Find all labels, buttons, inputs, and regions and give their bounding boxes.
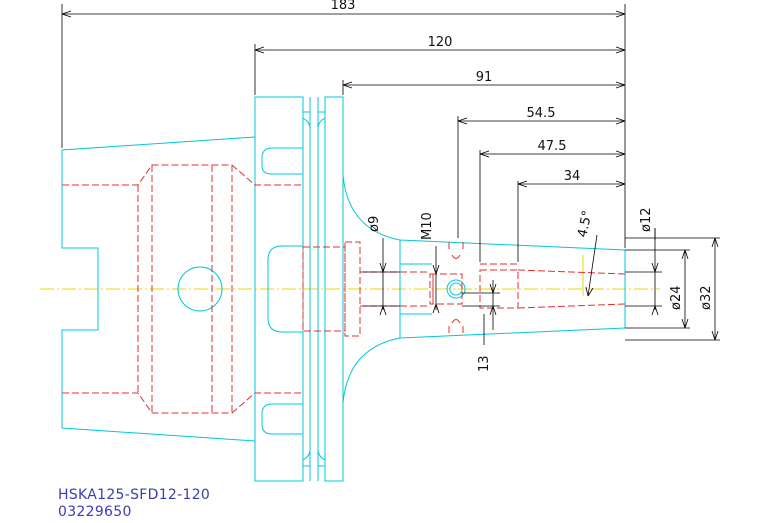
dim-bore-dia: ø12 (639, 208, 654, 233)
dim-clamp-dia: ø9 (367, 216, 382, 232)
dim-thread: M10 (420, 212, 435, 240)
dim-flange-length: 120 (428, 35, 453, 50)
body-outline (267, 174, 626, 404)
dim-nose-length: 47.5 (538, 139, 567, 154)
hsk-shank-outline (61, 136, 256, 442)
dim-taper-angle: 4.5° (575, 209, 595, 239)
hidden-lines (62, 164, 626, 414)
dim-overall-length: 183 (331, 0, 356, 13)
part-name-label: HSKA125-SFD12-120 (58, 487, 211, 503)
cross-hole (446, 279, 466, 299)
dim-bore-depth: 34 (564, 169, 581, 184)
part-number-label: 03229650 (58, 504, 132, 520)
dimension-lines (61, 4, 720, 345)
dim-nose-inner-dia: ø24 (669, 286, 684, 311)
dim-body-length: 91 (476, 70, 493, 85)
dim-collet-length: 54.5 (527, 106, 556, 121)
coolant-hole (177, 266, 223, 312)
dim-offset: 13 (477, 355, 492, 372)
dim-nose-outer-dia: ø32 (699, 286, 714, 311)
